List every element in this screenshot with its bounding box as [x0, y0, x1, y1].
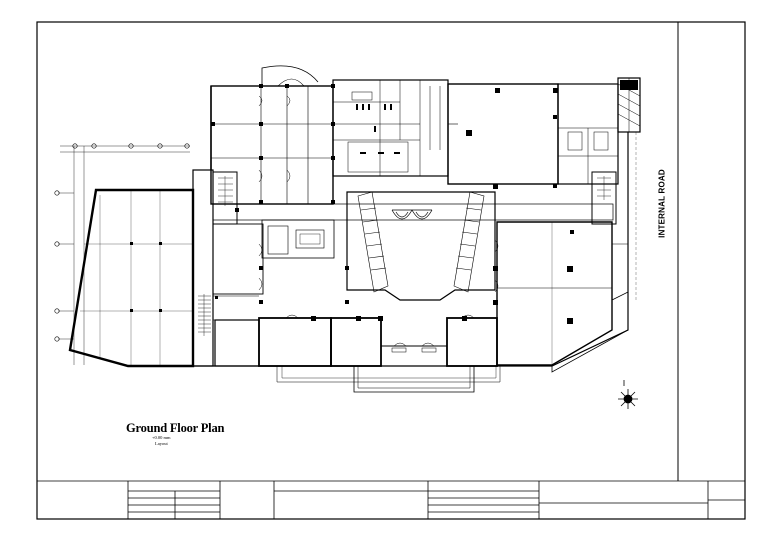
left-stair-treads	[198, 294, 211, 336]
floor-plan	[54, 65, 641, 393]
grid-lines-left	[58, 145, 190, 365]
upper-left-block	[210, 85, 334, 205]
upper-right-room	[447, 83, 559, 185]
atrium-feature	[391, 209, 433, 220]
right-lift	[591, 171, 617, 225]
left-hall-outline	[68, 188, 195, 368]
front-walkway	[276, 366, 501, 383]
columns	[130, 84, 574, 324]
grid-bubbles-left	[54, 143, 190, 342]
entry-canopy	[261, 65, 319, 86]
sheet-border	[36, 21, 746, 520]
door-swings	[258, 95, 499, 347]
escalator-left	[357, 191, 389, 293]
main-corridor	[212, 203, 614, 221]
building-outline	[193, 132, 629, 367]
toilet-fixtures	[356, 104, 400, 154]
central-atrium	[346, 191, 496, 301]
drawing-layout-note: Layout	[155, 441, 168, 446]
main-entrance	[380, 345, 448, 367]
small-court	[261, 219, 335, 259]
left-stair-core	[192, 169, 214, 367]
compass-rose-icon	[618, 380, 638, 409]
title-block	[37, 480, 745, 519]
left-hall-grid	[80, 190, 193, 366]
entrance-steps	[353, 366, 475, 393]
drawing-title: Ground Floor Plan	[126, 421, 225, 435]
mid-left-room	[212, 223, 264, 295]
internal-road-label: INTERNAL ROAD	[657, 169, 667, 238]
front-shop-2	[258, 317, 332, 367]
toilet-block	[332, 79, 449, 177]
front-shop-1	[214, 319, 260, 367]
drawing-level-note: +0.00 mm	[152, 435, 171, 440]
right-large-shop	[496, 221, 613, 366]
front-shop-4	[446, 317, 498, 367]
front-shop-3	[330, 317, 382, 367]
escalator-right	[453, 191, 485, 293]
